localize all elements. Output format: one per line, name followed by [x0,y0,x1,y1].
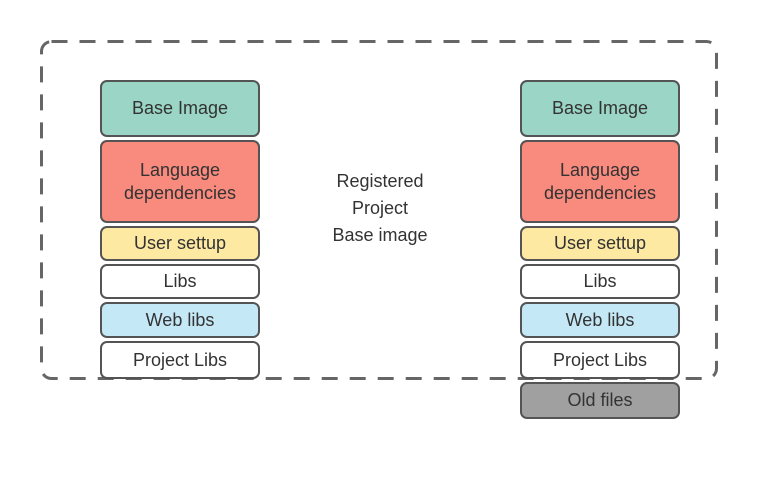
layer-user-settup: User settup [100,226,260,261]
layer-label: Web libs [145,309,215,330]
layer-label: Language dependencies [123,160,237,203]
layer-base-image: Base Image [100,80,260,137]
layer-label: Project Libs [132,349,228,370]
layer-user-settup: User settup [520,226,680,261]
layer-project-libs: Project Libs [100,341,260,379]
layer-project-libs: Project Libs [520,341,680,379]
layer-label: User settup [133,233,227,254]
layer-language-dependencies: Language dependencies [520,140,680,223]
layer-label: Libs [583,271,617,292]
layer-label: Language dependencies [543,160,657,203]
layer-label: User settup [553,233,647,254]
layer-web-libs: Web libs [100,302,260,338]
layer-language-dependencies: Language dependencies [100,140,260,223]
layer-label: Web libs [565,309,635,330]
layer-label: Libs [163,271,197,292]
layer-label: Base Image [131,98,229,119]
right-image-stack: Base Image Language dependencies User se… [520,80,680,419]
layer-label: Old files [567,390,633,411]
layer-web-libs: Web libs [520,302,680,338]
layer-old-files: Old files [520,382,680,419]
layer-base-image: Base Image [520,80,680,137]
layer-libs: Libs [520,264,680,299]
layer-label: Project Libs [552,349,648,370]
left-image-stack: Base Image Language dependencies User se… [100,80,260,379]
center-label: Registered Project Base image [332,171,428,245]
layer-libs: Libs [100,264,260,299]
layer-label: Base Image [551,98,649,119]
